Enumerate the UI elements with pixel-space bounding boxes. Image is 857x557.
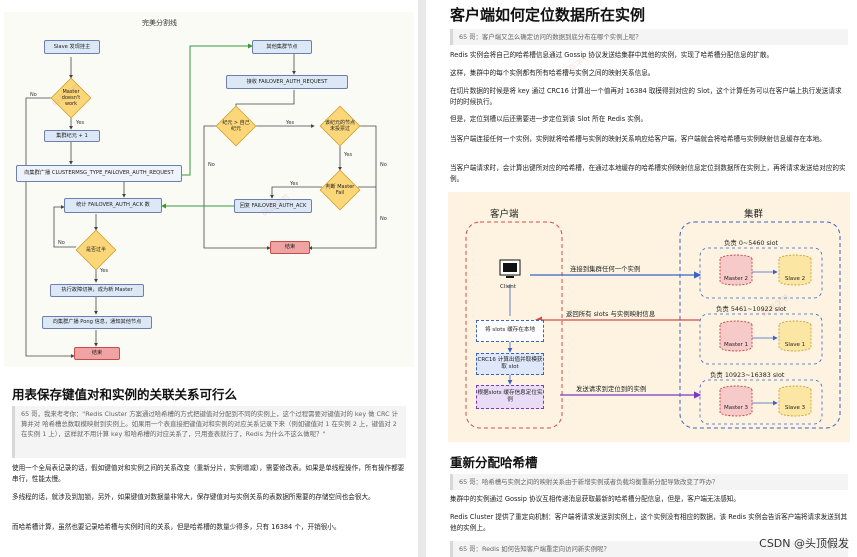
paragraph-2: 多线程的话，就涉及到加锁，另外，如果键值对数据量非常大，保存键值对与实例关系的表… [12,493,375,501]
box-crc-slot: CRC16 计算出值并取模获取 slot [476,353,544,375]
paragraph-1: 使用一个全局表记录的话，假如键值对和实例之间的关系改变（重新分片，实例增减），需… [12,464,405,483]
client-label: Client [500,284,516,290]
right-paragraph-3: 在切片数据的时候是将 key 通过 CRC16 计算出一个值再对 16384 取… [450,87,842,106]
client-title: 客户端 [490,209,519,220]
cluster-title: 集群 [744,209,764,220]
node-broadcast-pong: 向集群广播 Pong 信息，通知其他节点 [42,316,152,329]
paragraph-3: 而哈希槽计算，虽然也要记录哈希槽与实例时间的关系，但是哈希槽的数量少得多，只有 … [12,523,341,531]
range-label-1: 负责 0~5460 slot [724,239,779,247]
slave-1-label: Slave 1 [784,342,806,348]
label-no-3: No [208,162,215,168]
slave-2-label: Slave 2 [784,276,806,282]
decision-epoch-compare: 纪元 > 自己纪元 [215,105,257,147]
failover-flowchart: 完美分割线 Slave 发现挂主 Master doesn't work 集群纪… [4,12,414,367]
arrow-send-label: 发送请求到定位到的实例 [576,385,647,393]
right-paragraph-1: Redis 实例会将自己的哈希槽信息通过 Gossip 协议发送给集群中其他的实… [450,51,774,59]
left-page: 完美分割线 Slave 发现挂主 Master doesn't work 集群纪… [0,0,418,557]
node-recv-request: 接收 FAILOVER_AUTH_REQUEST [226,75,348,89]
right-paragraph-4: 但是，定位到槽以后还需要进一步定位到该 Slot 所在 Redis 实例。 [450,115,648,123]
flowchart-title: 完美分割线 [142,19,177,27]
right-paragraph-5: 当客户端连接任何一个实例，实例就将哈希槽与实例的映射关系响应给客户端，客户端就会… [450,135,826,143]
diagram-shapes [465,221,841,429]
label-no-4: No [380,162,387,168]
label-no-1: No [30,92,37,98]
master-3-label: Master 3 [723,405,749,411]
decision-master-down: Master doesn't work [50,77,92,119]
label-no-5: No [380,216,387,222]
right-paragraph-2: 这样，集群中的每个实例都有所有哈希槽与实例之间的映射关系信息。 [450,69,655,77]
node-epoch-increment: 集群纪元 + 1 [44,130,100,142]
range-label-2: 负责 5461~10922 slot [716,305,787,313]
master-1-label: Master 1 [723,342,749,348]
node-end-right: 结束 [270,241,310,254]
right-paragraph-6: 当客户端请求时，会计算出键所对应的哈希槽，在通过本地缓存的哈希槽实例映射信息定位… [450,164,846,183]
quote-redirect-question: 65 哥：Redis 如何告知客户端重定向访问新实例呢？ [450,541,848,557]
section-title-reassign: 重新分配哈希槽 [450,455,538,470]
node-broadcast-request: 向集群广播 CLUSTERMSG_TYPE_FAILOVER_AUTH_REQU… [16,165,182,182]
page-gutter [418,0,426,557]
label-no-2: No [58,240,65,246]
label-yes-2: Yes [100,268,109,274]
node-reply-ack: 回复 FAILOVER_AUTH_ACK [234,199,312,213]
master-2-label: Master 2 [723,276,749,282]
node-other-nodes: 其他集群节点 [252,40,312,54]
label-yes-3: Yes [286,120,295,126]
section-title-table: 用表保存键值对和实例的关联关系可行么 [12,387,238,402]
label-yes-1: Yes [76,120,85,126]
reassign-paragraph-2: Redis Cluster 提供了重定向机制：客户端将请求发送到实例上，这个实例… [450,513,848,532]
reassign-paragraph-1: 集群中的实例通过 Gossip 协议互相传递消息获取最新的哈希槽分配信息，但是，… [450,495,740,503]
decision-check-master-fail: 判断 Master Fail [319,169,361,211]
quote-table-question: 65 哥，我来考考你："Redis Cluster 方案通过哈希槽的方式把键值对… [12,406,406,458]
arrow-return-label: 返回所有 slots 与实例映射信息 [566,310,656,318]
label-yes-5: Yes [290,181,299,187]
node-slave-found: Slave 发现挂主 [44,40,100,54]
decision-majority: 是否过半 [75,229,117,271]
slave-3-label: Slave 3 [784,405,806,411]
arrow-connect-label: 连接到集群任何一个实例 [570,265,641,273]
quote-locate-question: 65 哥：客户端又怎么确定访问的数据到底分布在哪个实例上呢？ [450,29,848,45]
quote-reassign-question: 65 哥：哈希槽与实例之间的映射关系由于新增实例或者负载均衡重新分配导致改变了咋… [450,474,848,490]
range-label-3: 负责 10923~16383 slot [710,371,785,379]
label-yes-4: Yes [344,152,353,158]
csdn-watermark: CSDN @头顶假发 [759,537,849,550]
box-cache-slots: 将 slots 缓存在本地 [476,320,544,342]
client-cluster-diagram: 客户端 集群 Client 连接到集群任何一个实例 返回所有 slots 与实例… [448,192,850,442]
box-locate-instance: 根据slots 缓存信息定位实例 [476,385,544,409]
decision-already-voted: 该纪元的节点未投票过 [319,105,361,147]
node-end-left: 结束 [74,347,120,360]
node-count-ack: 统计 FAILOVER_AUTH_ACK 数 [64,198,162,213]
right-page: 客户端如何定位数据所在实例 65 哥：客户端又怎么确定访问的数据到底分布在哪个实… [426,0,857,557]
section-title-locate: 客户端如何定位数据所在实例 [450,6,646,24]
node-exec-failover: 执行故障切换，成为新 Master [50,284,144,297]
